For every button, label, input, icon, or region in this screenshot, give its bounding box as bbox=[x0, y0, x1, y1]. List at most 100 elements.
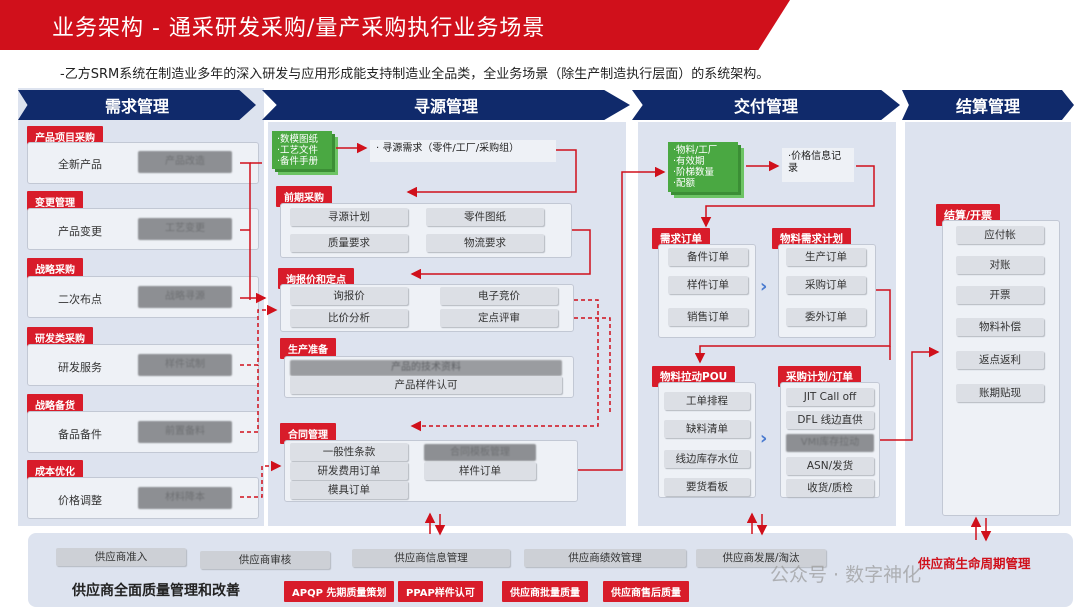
inquiry-item: 询报价 bbox=[290, 287, 408, 305]
sourcing-docs: ·数模图纸 ·工艺文件 ·备件手册 bbox=[272, 131, 332, 169]
stage-settlement: 结算管理 bbox=[902, 90, 1074, 120]
stage-demand: 需求管理 bbox=[18, 90, 256, 120]
demand-item: 备品备件 bbox=[58, 428, 102, 441]
early-item: 物流要求 bbox=[426, 234, 544, 252]
tag-inquiry: 询报价和定点 bbox=[278, 268, 354, 289]
settlement-item: 对账 bbox=[956, 256, 1044, 274]
tag-cost: 成本优化 bbox=[27, 460, 83, 481]
lifecycle-label: 供应商生命周期管理 bbox=[918, 556, 1031, 571]
early-item: 零件图纸 bbox=[426, 208, 544, 226]
mrp-item: 生产订单 bbox=[786, 248, 866, 266]
demand-blurred: 战略寻源 bbox=[138, 286, 232, 308]
tag-early: 前期采购 bbox=[276, 186, 332, 207]
mrp-item: 采购订单 bbox=[786, 276, 866, 294]
early-item: 寻源计划 bbox=[290, 208, 408, 226]
connector-arrow bbox=[410, 229, 591, 280]
chevron-right-icon: › bbox=[760, 276, 768, 297]
doc-line: ·有效期 bbox=[673, 156, 705, 167]
connector-arrow bbox=[406, 149, 577, 198]
prep-blurred: 产品的技术资料 bbox=[290, 360, 562, 376]
inquiry-item: 电子竞价 bbox=[440, 287, 558, 305]
title-banner bbox=[0, 0, 790, 50]
plan-blurred: VMI库存拉动 bbox=[786, 434, 874, 452]
pull-item: 要货看板 bbox=[664, 478, 750, 496]
settlement-item: 返点返利 bbox=[956, 351, 1044, 369]
tag-plan: 采购计划/订单 bbox=[778, 366, 861, 387]
plan-item: JIT Call off bbox=[786, 388, 874, 406]
contract-item: 一般性条款 bbox=[290, 443, 408, 461]
demand-item: 研发服务 bbox=[58, 361, 102, 374]
supplier-item: 供应商准入 bbox=[56, 548, 186, 566]
demand-item: 全新产品 bbox=[58, 158, 102, 171]
tag-demand-order: 需求订单 bbox=[652, 228, 710, 249]
contract-item: 研发费用订单 bbox=[290, 462, 408, 480]
connector-arrow bbox=[578, 166, 666, 471]
chevron-right-icon: › bbox=[760, 428, 768, 449]
tag-mrp: 物料需求计划 bbox=[772, 228, 851, 249]
supplier-item: 供应商信息管理 bbox=[352, 549, 510, 567]
mrp-item: 委外订单 bbox=[786, 308, 866, 326]
pull-item: 缺料清单 bbox=[664, 420, 750, 438]
early-item: 质量要求 bbox=[290, 234, 408, 252]
demand-blurred: 工艺变更 bbox=[138, 218, 232, 240]
inquiry-item: 定点评审 bbox=[440, 309, 558, 327]
supplier-item: 供应商发展/淘汰 bbox=[696, 549, 826, 567]
stage-delivery: 交付管理 bbox=[632, 90, 900, 120]
plan-item: ASN/发货 bbox=[786, 457, 874, 475]
pull-item: 线边库存水位 bbox=[664, 450, 750, 468]
plan-item: 收货/质检 bbox=[786, 479, 874, 497]
connector-arrow bbox=[700, 165, 875, 228]
tag-change: 变更管理 bbox=[27, 191, 83, 212]
doc-line: ·工艺文件 bbox=[277, 145, 319, 156]
connector-dashed bbox=[240, 460, 282, 498]
settlement-item: 物料补偿 bbox=[956, 318, 1044, 336]
connector-dashed bbox=[240, 304, 278, 366]
supplier-item: 供应商审核 bbox=[200, 551, 330, 569]
connector-dashed bbox=[410, 299, 599, 432]
connector-arrow bbox=[880, 346, 940, 441]
price-note: ·价格信息记录 bbox=[782, 148, 854, 182]
prep-item: 产品样件认可 bbox=[290, 376, 562, 394]
stage-sourcing: 寻源管理 bbox=[262, 90, 630, 120]
demand-order-item: 样件订单 bbox=[668, 276, 748, 294]
connector-line bbox=[240, 162, 251, 300]
tag-stock: 战略备货 bbox=[27, 394, 83, 415]
doc-line: ·物料/工厂 bbox=[673, 145, 718, 156]
connector-arrow bbox=[694, 289, 891, 364]
connector-dashed bbox=[574, 317, 611, 412]
settlement-item: 应付帐 bbox=[956, 226, 1044, 244]
demand-blurred: 产品改造 bbox=[138, 151, 232, 173]
inquiry-item: 比价分析 bbox=[290, 309, 408, 327]
doc-line: ·阶梯数量 bbox=[673, 167, 715, 178]
page-title: 业务架构 - 通采研发采购/量产采购执行业务场景 bbox=[52, 16, 546, 41]
quality-title: 供应商全面质量管理和改善 bbox=[72, 583, 240, 599]
page-subtitle: -乙方SRM系统在制造业多年的深入研发与应用形成能支持制造业全品类，全业务场景（… bbox=[60, 67, 770, 82]
tag-product-project: 产品项目采购 bbox=[27, 126, 103, 147]
tag-prep: 生产准备 bbox=[280, 338, 336, 359]
doc-line: ·数模图纸 bbox=[277, 134, 319, 145]
tag-rd: 研发类采购 bbox=[27, 327, 93, 348]
plan-item: DFL 线边直供 bbox=[786, 411, 874, 429]
demand-item: 价格调整 bbox=[58, 494, 102, 507]
quality-item: PPAP样件认可 bbox=[398, 581, 483, 602]
pull-item: 工单排程 bbox=[664, 392, 750, 410]
sourcing-request: · 寻源需求（零件/工厂/采购组） bbox=[370, 140, 556, 162]
doc-line: ·配额 bbox=[673, 178, 696, 189]
demand-item: 产品变更 bbox=[58, 225, 102, 238]
contract-item: 样件订单 bbox=[424, 462, 536, 480]
settlement-item: 开票 bbox=[956, 286, 1044, 304]
watermark: 公众号 · 数字神化 bbox=[770, 564, 922, 586]
tag-pull: 物料拉动POU bbox=[652, 366, 736, 387]
connector-dashed bbox=[240, 365, 259, 433]
supplier-item: 供应商绩效管理 bbox=[524, 549, 686, 567]
demand-order-item: 销售订单 bbox=[668, 308, 748, 326]
settlement-item: 账期贴现 bbox=[956, 384, 1044, 402]
tag-strategic: 战略采购 bbox=[27, 258, 83, 279]
demand-blurred: 样件试制 bbox=[138, 354, 232, 376]
contract-blurred: 合同模板管理 bbox=[424, 444, 536, 461]
demand-order-item: 备件订单 bbox=[668, 248, 748, 266]
demand-item: 二次布点 bbox=[58, 293, 102, 306]
tag-contract: 合同管理 bbox=[280, 423, 336, 444]
demand-blurred: 材料降本 bbox=[138, 487, 232, 509]
